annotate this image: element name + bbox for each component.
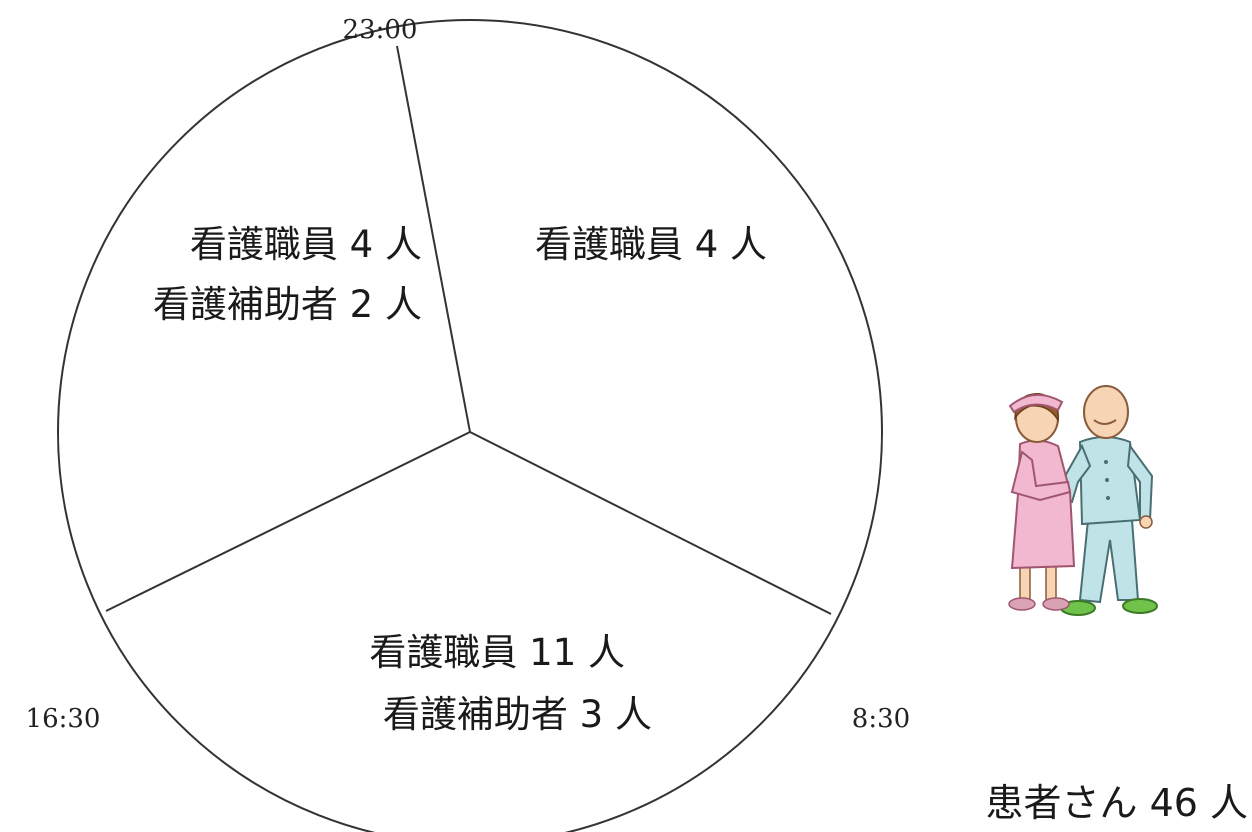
day-nurses-label: 看護職員 11 人 bbox=[369, 631, 625, 674]
evening-nurses-label: 看護職員 4 人 bbox=[190, 223, 422, 266]
evening-assistants-label: 看護補助者 2 人 bbox=[153, 283, 422, 326]
time-label-16-30: 16:30 bbox=[26, 704, 101, 734]
night-nurses-label: 看護職員 4 人 bbox=[535, 223, 767, 266]
shift-circle bbox=[57, 19, 883, 832]
sector-evening-shift: 看護職員 4 人 看護補助者 2 人 bbox=[153, 223, 422, 326]
divider-16-30 bbox=[105, 431, 471, 612]
sector-day-shift: 看護職員 11 人 看護補助者 3 人 bbox=[369, 631, 652, 736]
sector-night-shift: 看護職員 4 人 bbox=[535, 223, 767, 266]
divider-23-00 bbox=[396, 45, 471, 433]
day-assistants-label: 看護補助者 3 人 bbox=[383, 693, 652, 736]
time-label-8-30: 8:30 bbox=[852, 704, 910, 734]
time-label-23-00: 23:00 bbox=[343, 15, 418, 45]
divider-8-30 bbox=[469, 431, 832, 615]
patient-figure bbox=[1058, 385, 1158, 616]
patients-count-label: 患者さん 46 人 bbox=[985, 781, 1248, 825]
nurse-and-patient-illustration bbox=[1008, 385, 1158, 616]
nurse-figure bbox=[1008, 393, 1076, 611]
circle-outline bbox=[57, 19, 883, 832]
